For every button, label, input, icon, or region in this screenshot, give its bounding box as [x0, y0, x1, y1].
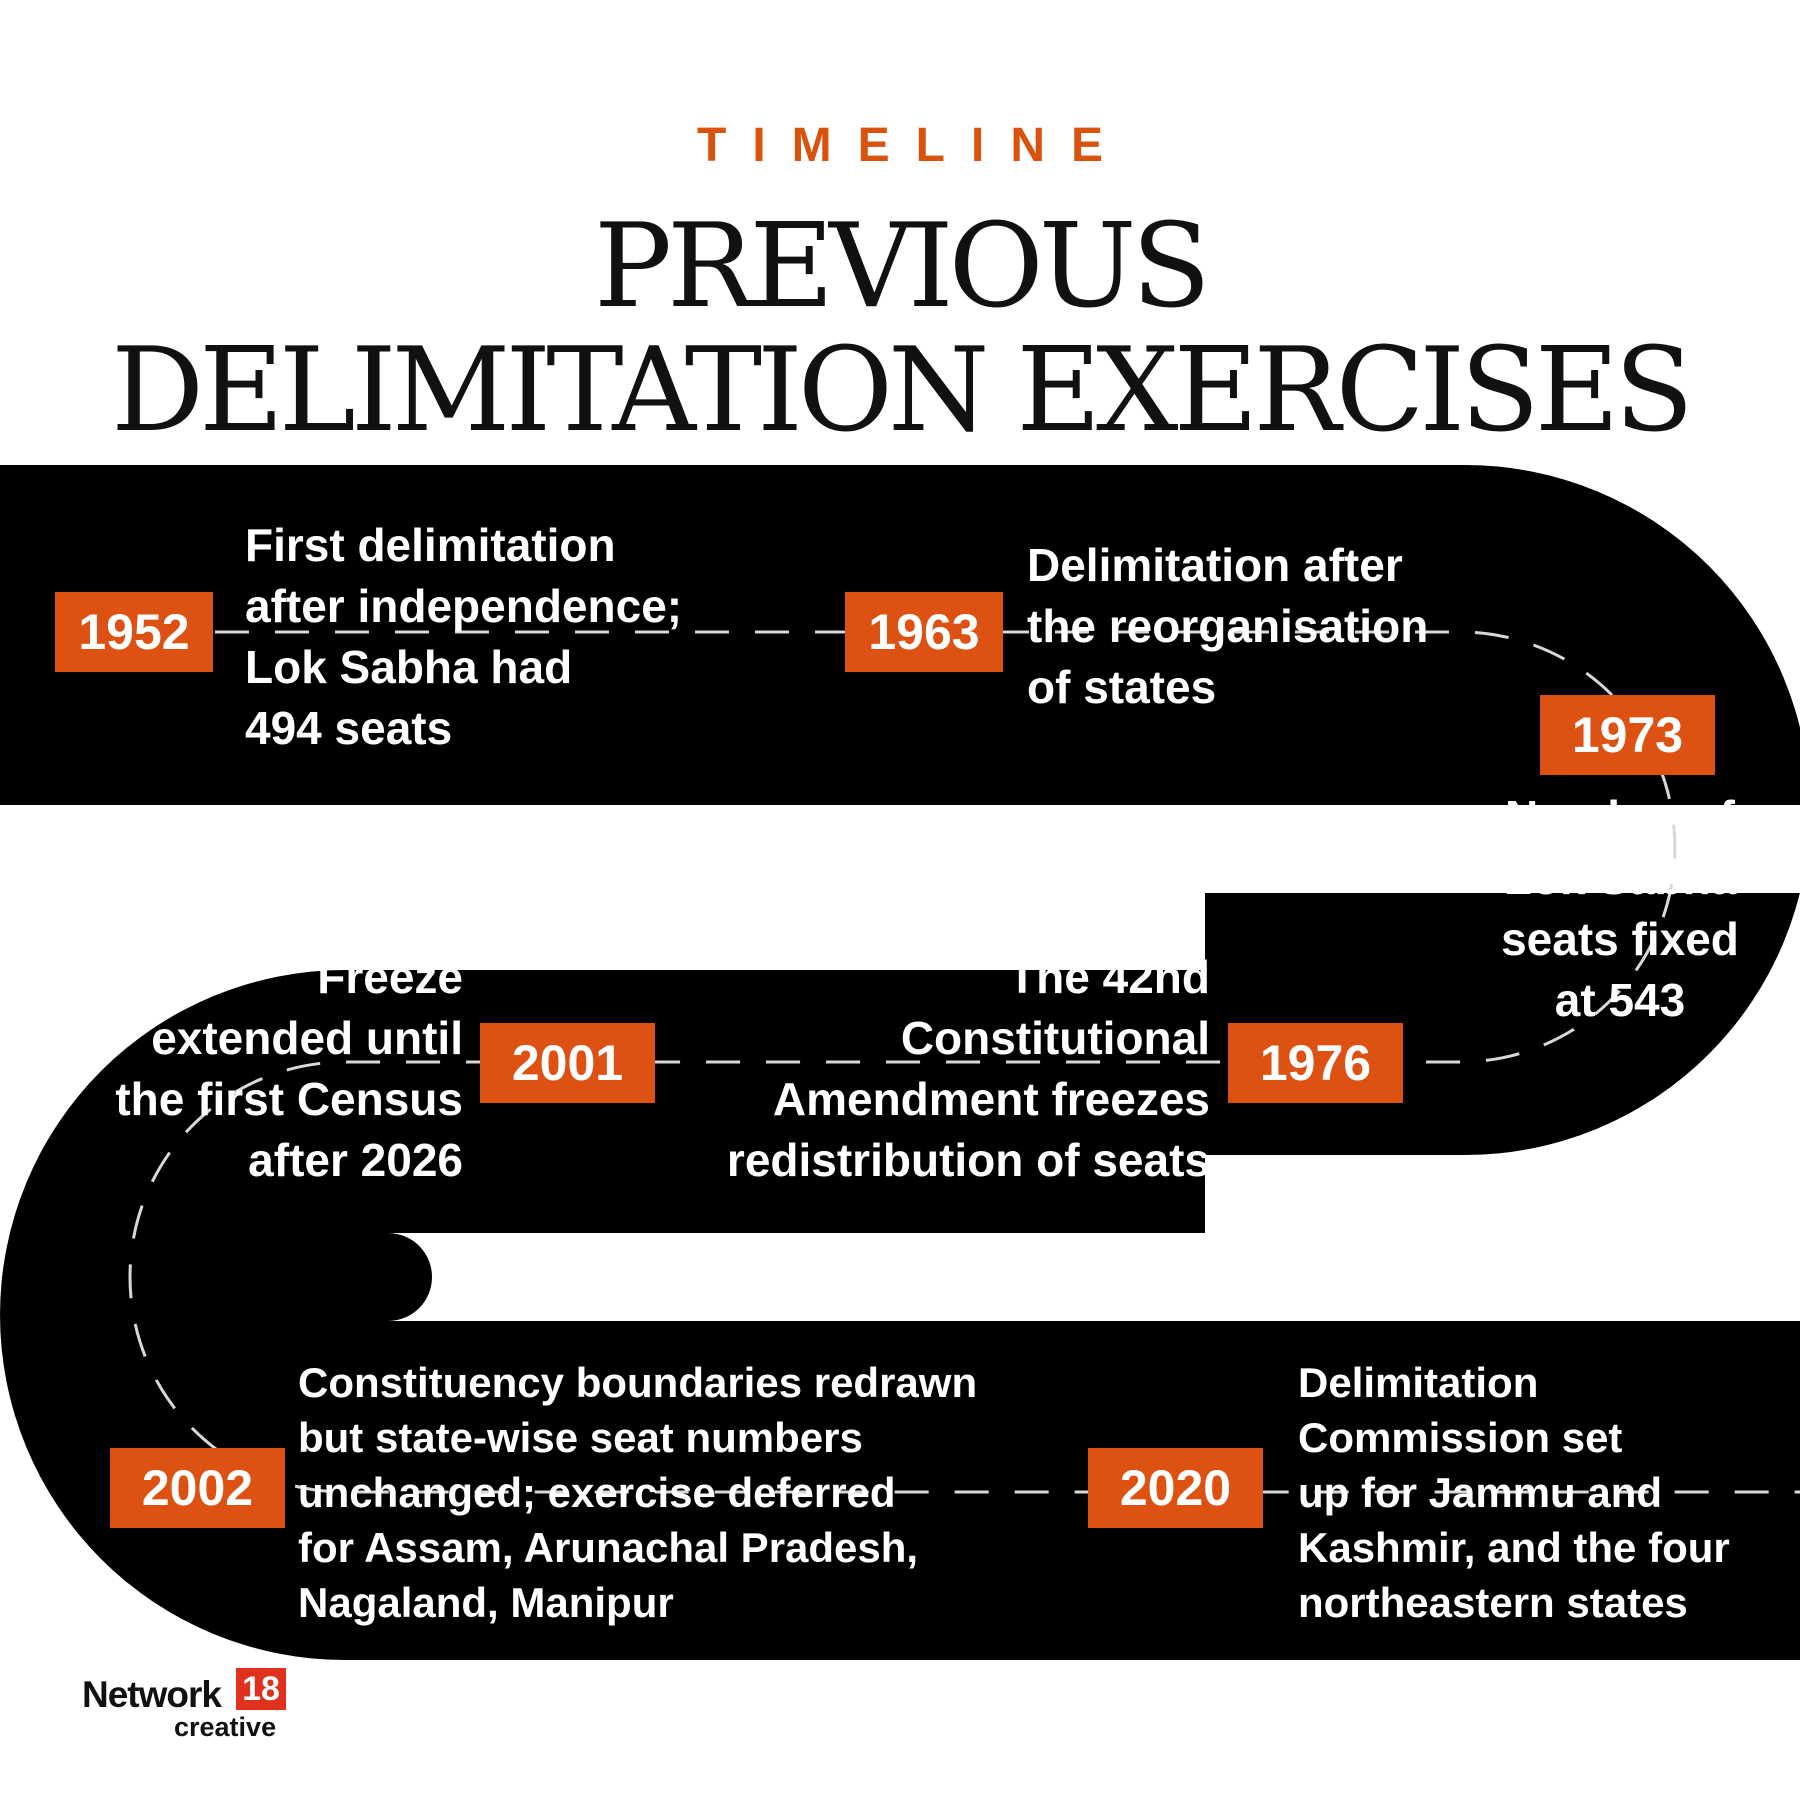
event-line: the reorganisation	[1027, 600, 1429, 652]
event-line: Lok Sabha had	[245, 641, 573, 693]
year-badge-5: 2002	[110, 1448, 285, 1528]
logo-brand: Network	[82, 1674, 222, 1715]
event-line: First delimitation	[245, 519, 616, 571]
event-line: for Assam, Arunachal Pradesh,	[298, 1524, 919, 1571]
event-line: but state-wise seat numbers	[298, 1414, 863, 1461]
event-description-4: Freeze extended until the first Census afte…	[40, 947, 463, 1191]
event-line: 494 seats	[245, 702, 453, 754]
event-line: after 2026	[248, 1134, 463, 1186]
event-line: the first Census	[115, 1073, 463, 1125]
event-line: Nagaland, Manipur	[298, 1579, 674, 1626]
event-line: Delimitation	[1298, 1359, 1539, 1406]
event-line: redistribution of seats	[726, 1134, 1210, 1186]
event-line: Constitutional	[900, 1012, 1210, 1064]
event-line: Constituency boundaries redrawn	[298, 1359, 978, 1406]
event-line: Delimitation after	[1027, 539, 1403, 591]
road-right-mask	[1465, 1155, 1800, 1233]
event-description-0: First delimitation after independence; Lok…	[245, 515, 765, 759]
event-line: unchanged; exercise deferred	[298, 1469, 896, 1516]
network18-logo: Network 18 creative	[82, 1668, 292, 1748]
event-line: of states	[1027, 661, 1217, 713]
year-badge-3: 1976	[1228, 1023, 1403, 1103]
event-line: Freeze	[317, 951, 463, 1003]
logo-number: 18	[236, 1668, 286, 1710]
road-gap-upper	[0, 805, 1464, 893]
event-description-1: Delimitation after the reorganisation of s…	[1027, 535, 1547, 718]
year-badge-2: 1973	[1540, 695, 1715, 775]
event-line: Lok Sabha	[1503, 852, 1737, 904]
event-line: Amendment freezes	[772, 1073, 1210, 1125]
year-badge-6: 2020	[1088, 1448, 1263, 1528]
title-line-1: PREVIOUS	[594, 199, 1211, 334]
year-badge-4: 2001	[480, 1023, 655, 1103]
event-line: The 42nd	[1008, 951, 1210, 1003]
event-line: extended until	[151, 1012, 463, 1064]
event-line: northeastern states	[1298, 1579, 1688, 1626]
event-line: up for Jammu and	[1298, 1469, 1663, 1516]
event-line: seats fixed	[1501, 913, 1739, 965]
title-line-2: DELIMITATION EXERCISES	[111, 323, 1694, 458]
year-badge-0: 1952	[55, 592, 213, 672]
event-line: after independence;	[245, 580, 683, 632]
event-line: Commission set	[1298, 1414, 1623, 1461]
event-line: at 543	[1554, 974, 1686, 1026]
logo-sub: creative	[174, 1712, 277, 1742]
event-line: Number of	[1505, 791, 1735, 843]
kicker-label: TIMELINE	[697, 119, 1129, 172]
event-description-5: Constituency boundaries redrawn but state…	[298, 1355, 1078, 1630]
event-description-2: Number of Lok Sabha seats fixed at 543	[1470, 787, 1770, 1031]
event-line: Kashmir, and the four	[1298, 1524, 1730, 1571]
year-badge-1: 1963	[845, 592, 1003, 672]
page-title: PREVIOUS DELIMITATION EXERCISES	[0, 205, 1800, 453]
road-gap-lower	[388, 1233, 1800, 1321]
